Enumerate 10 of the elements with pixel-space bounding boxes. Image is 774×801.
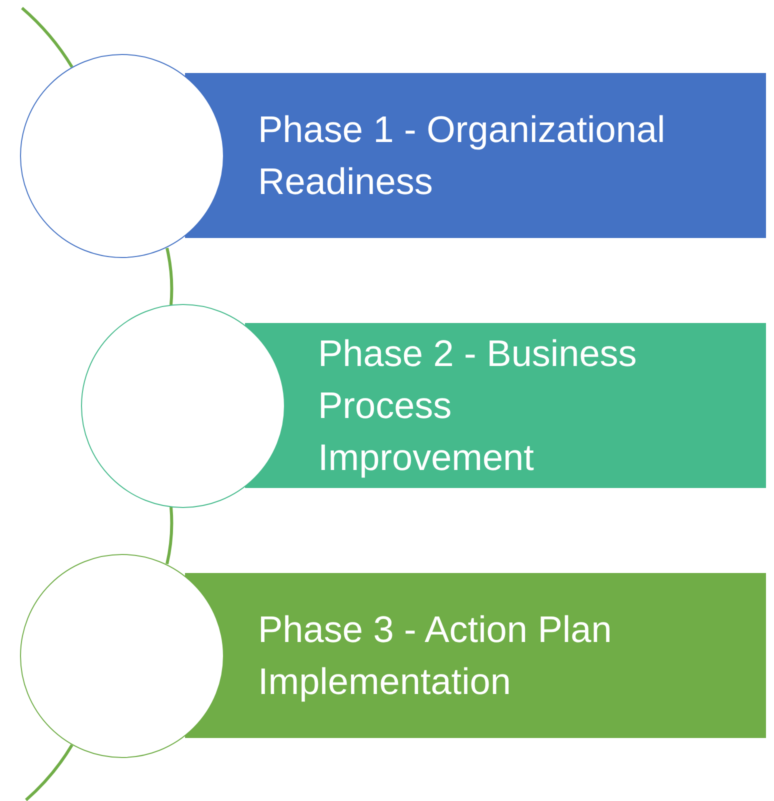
phase-title: Phase 2 - Business Process Improvement (318, 332, 638, 480)
connector-line (21, 6, 74, 68)
phase-title: Phase 1 - Organizational Readiness (258, 108, 666, 204)
phase-bar (185, 73, 766, 238)
connector-line (25, 744, 74, 801)
phase-title: Phase 3 - Action Plan Implementation (258, 608, 613, 704)
phase-bar (185, 573, 766, 738)
phase-bar (245, 323, 766, 488)
connector-line (166, 248, 174, 306)
connector-line (166, 506, 174, 564)
